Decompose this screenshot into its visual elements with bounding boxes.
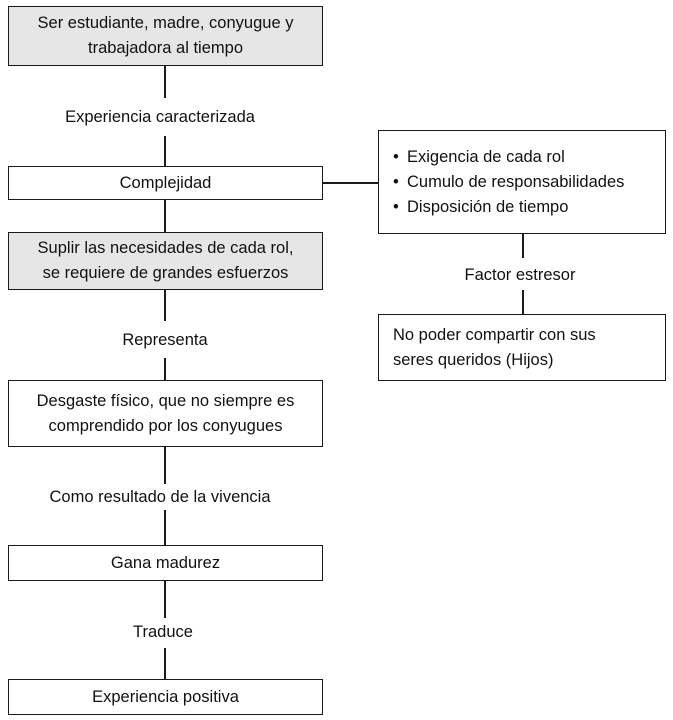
box-experiencia-positiva: Experiencia positiva	[8, 679, 323, 715]
connector-box1-label1	[164, 65, 166, 98]
label-representa: Representa	[122, 331, 208, 349]
connector-box3-label2	[164, 289, 166, 321]
connector-label4-box6	[164, 648, 166, 680]
box-no-poder-line1: No poder compartir con sus	[393, 326, 596, 344]
box-suplir-line2: se requiere de grandes esfuerzos	[42, 264, 289, 282]
bullet-item-disposicion: Disposición de tiempo	[393, 195, 655, 220]
connector-bullets-label	[522, 234, 524, 258]
box-desgaste-fisico: Desgaste físico, que no siempre es compr…	[8, 380, 323, 447]
box-role-statement: Ser estudiante, madre, conyugue y trabaj…	[8, 6, 323, 66]
connector-box2-box3	[164, 199, 166, 233]
box-suplir-line1: Suplir las necesidades de cada rol,	[37, 239, 294, 257]
factores-bullet-list: Exigencia de cada rol Cumulo de responsa…	[393, 145, 655, 220]
connector-box2-bullets	[322, 182, 379, 184]
box-desgaste-line1: Desgaste físico, que no siempre es	[36, 391, 295, 410]
label-como-resultado: Como resultado de la vivencia	[49, 488, 271, 506]
bullet-item-cumulo: Cumulo de responsabilidades	[393, 170, 655, 195]
bullet-item-exigencia: Exigencia de cada rol	[393, 145, 655, 170]
label-experiencia-caracterizada: Experiencia caracterizada	[65, 108, 255, 126]
box-complejidad-text: Complejidad	[119, 173, 212, 192]
connector-label-box	[522, 290, 524, 314]
box-role-statement-line1: Ser estudiante, madre, conyugue y	[37, 14, 294, 32]
box-factores-list: Exigencia de cada rol Cumulo de responsa…	[378, 130, 666, 234]
connector-label3-box5	[164, 510, 166, 546]
connector-label1-box2	[164, 136, 166, 166]
connector-label2-box4	[164, 358, 166, 380]
box-role-statement-line2: trabajadora al tiempo	[87, 39, 243, 57]
box-desgaste-line2: comprendido por los conyugues	[48, 416, 283, 435]
connector-box4-label3	[164, 446, 166, 484]
box-suplir-necesidades: Suplir las necesidades de cada rol, se r…	[8, 232, 323, 290]
label-traduce: Traduce	[133, 623, 193, 641]
box-experiencia-positiva-text: Experiencia positiva	[92, 687, 239, 706]
box-gana-madurez: Gana madurez	[8, 545, 323, 581]
box-complejidad: Complejidad	[8, 166, 323, 200]
label-factor-estresor: Factor estresor	[464, 266, 576, 284]
connector-box5-label4	[164, 580, 166, 618]
box-no-poder-compartir: No poder compartir con sus seres querido…	[378, 314, 666, 381]
box-no-poder-line2: seres queridos (Hijos)	[393, 351, 554, 369]
box-gana-madurez-text: Gana madurez	[110, 553, 221, 572]
